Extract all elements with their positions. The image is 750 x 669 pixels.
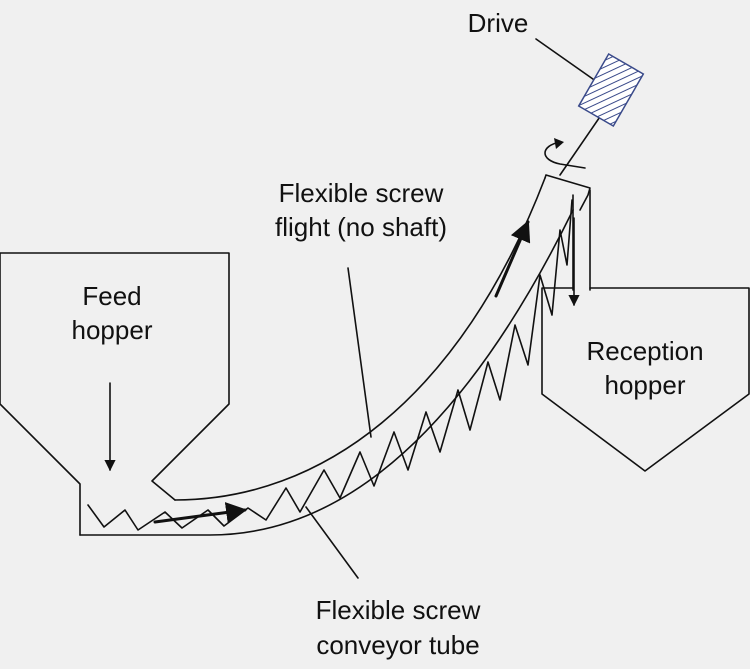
flow-arrow-horizontal	[153, 502, 248, 524]
drive-label: Drive	[468, 8, 529, 38]
reception-hopper-label-line2: hopper	[605, 370, 686, 400]
flow-arrow-rising	[494, 220, 531, 298]
conveyor-tube-outer	[79, 209, 574, 536]
tube-outlet	[544, 174, 591, 211]
feed-hopper	[0, 252, 230, 536]
flight-label-line2: flight (no shaft)	[275, 212, 447, 242]
conveyor-tube-inner	[174, 177, 546, 501]
reception-hopper	[541, 287, 750, 472]
flight-label-line1: Flexible screw	[279, 178, 444, 208]
drive-leader	[535, 38, 601, 85]
feed-hopper-label-line1: Feed	[82, 281, 141, 311]
screw-flight	[87, 199, 573, 531]
rotation-arrowhead-icon	[554, 138, 564, 149]
rotation-arrow-icon	[544, 141, 586, 169]
feed-hopper-label-line2: hopper	[72, 315, 153, 345]
drive-shaft	[559, 107, 607, 176]
tube-label-line2: conveyor tube	[316, 630, 479, 660]
drive-motor	[577, 52, 645, 128]
flight-leader	[347, 267, 372, 438]
tube-leader	[305, 506, 359, 579]
reception-hopper-label-line1: Reception	[586, 336, 703, 366]
tube-label-line1: Flexible screw	[316, 595, 481, 625]
